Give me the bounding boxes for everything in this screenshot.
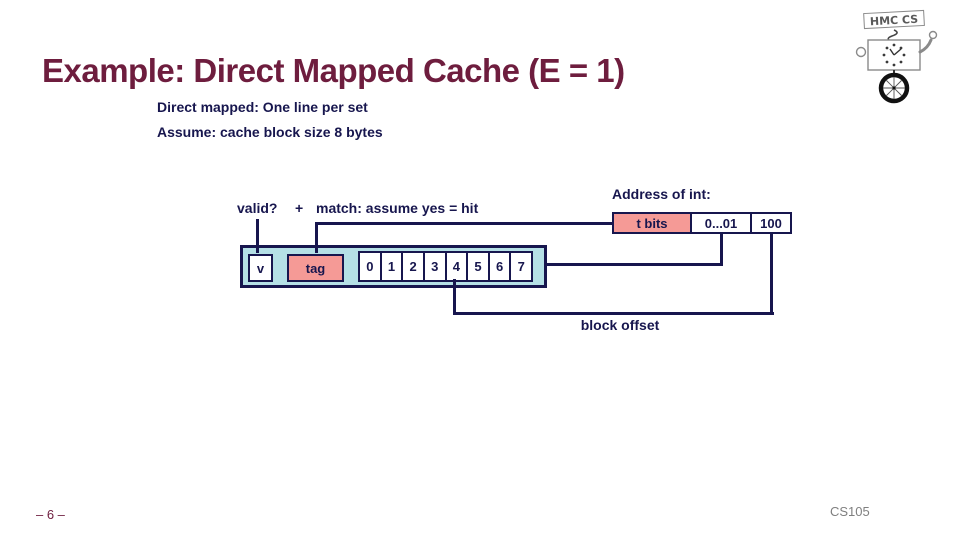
wire-offset-up-to-100 (770, 233, 773, 315)
wire-valid-to-vbox (256, 219, 259, 253)
logo-clock-hands (889, 48, 902, 56)
bullet-assume-block-size: Assume: cache block size 8 bytes (157, 124, 383, 140)
plus-sign: + (295, 200, 304, 216)
match-label: match: assume yes = hit (316, 200, 479, 216)
hmc-cs-logo-icon: HMC CS (855, 9, 938, 104)
byte-cell-3: 3 (422, 251, 447, 282)
logo-left-hand (855, 46, 867, 58)
address-field-set-index: 0...01 (690, 212, 752, 234)
course-label: CS105 (830, 504, 870, 519)
logo-caption: HMC CS (870, 13, 919, 29)
byte-cell-5: 5 (466, 251, 490, 282)
byte-cell-4: 4 (444, 251, 469, 282)
page-number: – 6 – (36, 507, 65, 522)
logo-clock-face (882, 43, 906, 67)
logo-wheel (878, 72, 910, 104)
byte-cell-1: 1 (379, 251, 404, 282)
block-offset-label: block offset (580, 317, 660, 333)
byte-cell-7: 7 (509, 251, 533, 282)
byte-cell-2: 2 (401, 251, 425, 282)
byte-cell-0: 0 (358, 251, 382, 282)
page-title: Example: Direct Mapped Cache (E = 1) (42, 52, 625, 90)
wire-match-to-tag (315, 222, 318, 253)
valid-label: valid? (237, 200, 278, 216)
wire-tag-to-tbits (315, 222, 614, 225)
wire-cell4-down (453, 279, 456, 315)
bullet-direct-mapped: Direct mapped: One line per set (157, 99, 368, 115)
address-field-tbits: t bits (612, 212, 692, 234)
logo-right-hand (928, 30, 938, 40)
tag-box: tag (287, 254, 344, 282)
wire-line-to-setindex-horizontal (547, 263, 723, 266)
address-field-block-offset: 100 (750, 212, 792, 234)
valid-bit-box: v (248, 254, 273, 282)
cache-line-container: v tag 0 1 2 3 4 5 6 7 (240, 245, 547, 288)
address-of-int-label: Address of int: (612, 186, 711, 202)
wire-line-to-setindex-vertical (720, 233, 723, 266)
byte-cell-6: 6 (487, 251, 512, 282)
address-bitfield-row: t bits 0...01 100 (612, 212, 792, 234)
block-byte-cells: 0 1 2 3 4 5 6 7 (358, 251, 533, 282)
wire-offset-horizontal (453, 312, 774, 315)
logo-right-arm (918, 38, 933, 54)
